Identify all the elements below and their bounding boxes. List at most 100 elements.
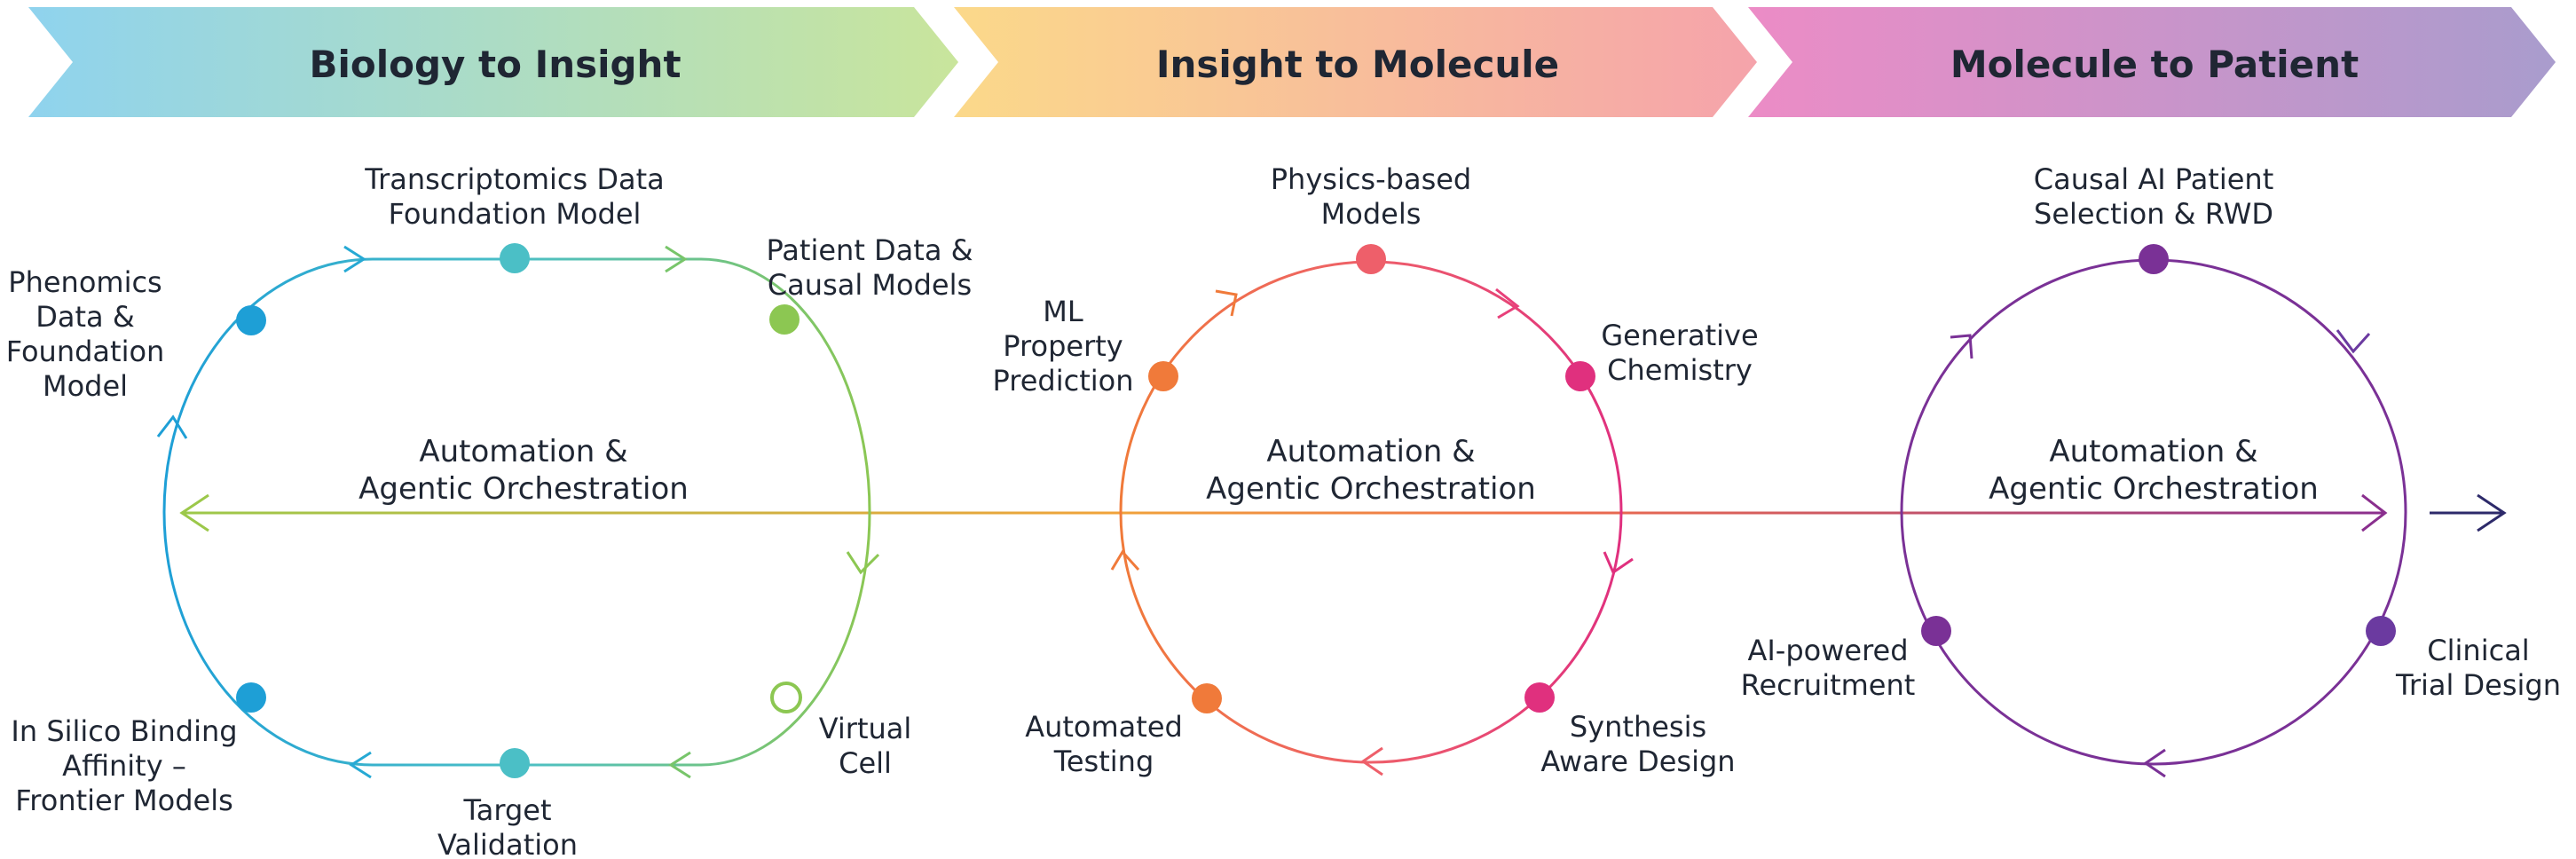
label-line: In Silico Binding	[11, 714, 237, 748]
label-line: Affinity –	[62, 749, 186, 783]
cycle-patient	[1900, 258, 2407, 778]
label-line: Chemistry	[1607, 353, 1753, 387]
loop-arrow	[2143, 748, 2166, 778]
label-line: Models	[1321, 197, 1422, 231]
center-label-line: Automation &	[2049, 434, 2257, 469]
label-line: Physics-based	[1271, 162, 1471, 196]
label-line: Model	[43, 369, 128, 403]
axis-arrowhead-left	[179, 493, 209, 532]
stage-title-3: Molecule to Patient	[1950, 43, 2359, 86]
label-line: Causal Models	[768, 268, 972, 302]
label-line: Validation	[437, 828, 578, 859]
label-line: Selection & RWD	[2034, 197, 2273, 231]
loop-arrow	[846, 551, 880, 575]
node-in-silico-binding	[236, 682, 266, 713]
label-line: Trial Design	[2395, 668, 2561, 702]
label-line: Phenomics	[8, 265, 161, 299]
loop-arrow	[1215, 289, 1238, 317]
center-label-cycle-1: Automation &Agentic Orchestration	[358, 434, 689, 507]
label-line: Synthesis	[1570, 710, 1706, 744]
center-label-line: Agentic Orchestration	[1989, 471, 2319, 507]
loop-arrow	[1110, 549, 1140, 571]
node-virtual-cell	[770, 682, 802, 713]
loop-arrow	[1360, 746, 1383, 776]
node-target-validation	[500, 748, 530, 778]
loop-arrow	[343, 245, 366, 273]
node-synthesis-design	[1524, 682, 1555, 713]
loop-arrow	[1495, 288, 1520, 319]
label-line: Causal AI Patient	[2034, 162, 2274, 196]
loop-arrow	[156, 414, 188, 439]
label-line: Property	[1003, 329, 1123, 363]
loop-arrow	[1603, 551, 1634, 575]
label-line: Patient Data &	[766, 233, 973, 267]
node-automated-testing	[1192, 683, 1222, 713]
label-line: Prediction	[993, 364, 1134, 398]
node-causal-ai	[2139, 244, 2169, 274]
node-physics-models	[1356, 244, 1386, 274]
label-line: Clinical	[2427, 634, 2529, 667]
label-line: AI-powered	[1747, 634, 1908, 667]
cycle-biology	[156, 245, 880, 779]
stage-title-2: Insight to Molecule	[1156, 43, 1559, 86]
orchestration-axis	[179, 493, 2507, 532]
node-ai-recruitment	[1921, 616, 1951, 646]
axis-tail-arrowhead	[2477, 493, 2507, 532]
loop-arrow	[1950, 334, 1973, 359]
node-clinical-trial	[2366, 616, 2396, 646]
label-line: Data &	[35, 300, 135, 334]
stage-title-1: Biology to Insight	[309, 43, 681, 86]
label-line: Aware Design	[1540, 745, 1735, 778]
label-line: Transcriptomics Data	[364, 162, 665, 196]
cycle-loop-1	[162, 257, 871, 767]
stage-chevron-3: Molecule to Patient	[1748, 7, 2556, 117]
cycle-3-nodes	[1921, 244, 2396, 646]
center-label-cycle-2: Automation &Agentic Orchestration	[1206, 434, 1536, 507]
node-transcriptomics	[500, 243, 530, 273]
stage-chevron-2: Insight to Molecule	[954, 7, 1757, 117]
node-phenomics	[236, 305, 266, 335]
stage-chevron-1: Biology to Insight	[28, 7, 958, 117]
node-generative-chemistry	[1565, 361, 1595, 391]
loop-arrow	[349, 751, 372, 779]
label-line: Target	[463, 793, 552, 827]
loop-arrow	[665, 245, 688, 273]
label-line: Virtual	[819, 712, 912, 745]
label-line: Generative	[1601, 319, 1758, 352]
center-label-line: Automation &	[419, 434, 627, 469]
center-label-line: Agentic Orchestration	[358, 471, 689, 507]
axis-arrowhead-right	[2361, 493, 2388, 532]
center-label-line: Automation &	[1266, 434, 1475, 469]
loop-arrow	[2336, 329, 2371, 354]
label-line: ML	[1043, 295, 1083, 328]
label-patient-data: Patient Data &Causal Models	[766, 233, 973, 302]
label-line: Cell	[839, 746, 892, 780]
node-ml-property	[1148, 361, 1178, 391]
center-label-line: Agentic Orchestration	[1206, 471, 1536, 507]
label-line: Recruitment	[1741, 668, 1916, 702]
cycle-2-nodes	[1148, 244, 1595, 713]
label-line: Frontier Models	[15, 784, 233, 817]
label-line: Foundation Model	[389, 197, 642, 231]
label-line: Foundation	[6, 335, 165, 368]
loop-arrow	[668, 751, 691, 779]
cycle-1-nodes	[236, 243, 802, 778]
label-line: Testing	[1053, 745, 1154, 778]
node-patient-data	[769, 304, 800, 335]
label-line: Automated	[1025, 710, 1183, 744]
center-label-cycle-3: Automation &Agentic Orchestration	[1989, 434, 2319, 507]
